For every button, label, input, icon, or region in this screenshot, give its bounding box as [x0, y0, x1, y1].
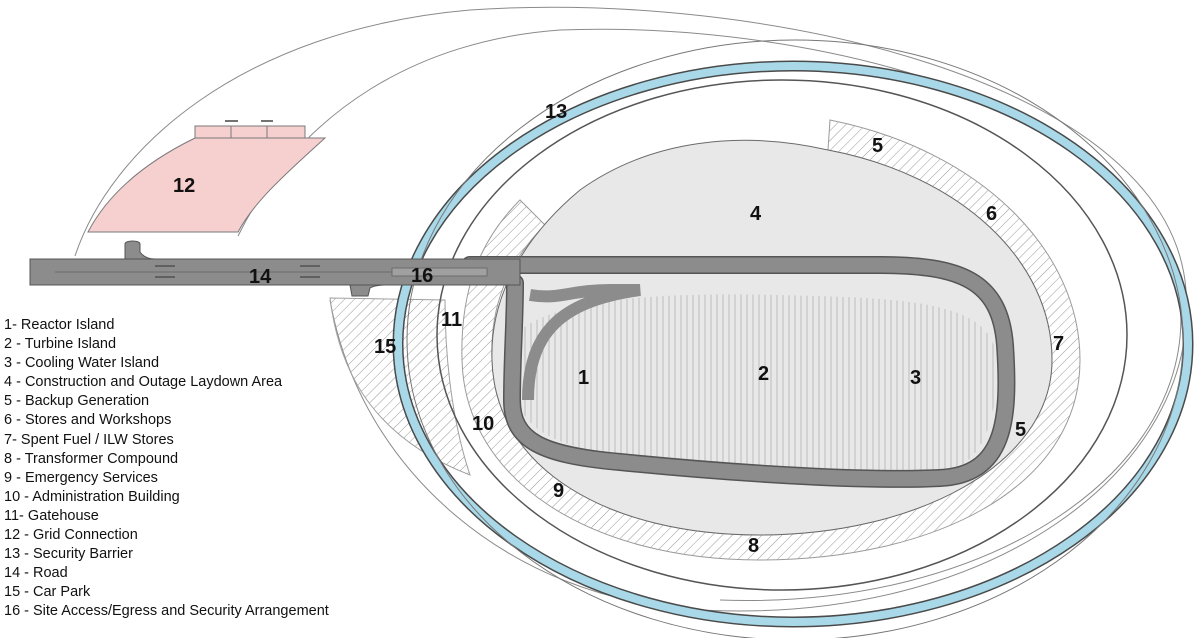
legend-item: 5 - Backup Generation	[4, 393, 150, 410]
legend-item: 12 - Grid Connection	[4, 527, 138, 544]
label-backup-generation-right: 5	[1015, 419, 1026, 441]
legend-item: 8 - Transformer Compound	[4, 450, 179, 467]
label-gatehouse: 11	[441, 309, 462, 331]
label-turbine-island: 2	[758, 363, 769, 385]
site-road-inner-loop	[522, 284, 641, 401]
label-transformer-compound: 8	[748, 535, 759, 557]
label-road: 14	[249, 266, 272, 288]
legend-item: 1- Reactor Island	[4, 317, 115, 333]
road-arrows	[155, 265, 320, 278]
security-barrier-ring-fill	[394, 62, 1192, 626]
site-access-gate	[391, 267, 488, 277]
legend-item: 10 - Administration Building	[4, 488, 180, 505]
label-cooling-water-island: 3	[910, 367, 921, 389]
legend-item: 9 - Emergency Services	[4, 469, 158, 486]
grid-bay-1	[194, 125, 232, 139]
grid-bay-3	[266, 125, 306, 139]
label-car-park: 15	[374, 336, 396, 358]
legend-item: 7- Spent Fuel / ILW Stores	[4, 431, 174, 448]
inner-fence	[436, 79, 1128, 591]
security-fence-outer	[406, 39, 1184, 638]
legend-item: 6 - Stores and Workshops	[4, 412, 172, 429]
label-laydown-area: 4	[750, 203, 762, 225]
label-administration-building: 10	[472, 413, 494, 435]
label-emergency-services: 9	[553, 480, 564, 502]
label-backup-generation-top: 5	[872, 135, 883, 157]
label-spent-fuel-stores: 7	[1053, 333, 1064, 355]
legend-item: 11- Gatehouse	[4, 507, 99, 524]
grid-connection-zone	[87, 137, 327, 233]
site-road-loop-surface	[462, 257, 1014, 487]
access-road	[29, 240, 521, 297]
legend-item: 14 - Road	[4, 565, 68, 582]
nuclear-island-zone	[515, 294, 997, 474]
access-road-junction-bottom	[349, 284, 386, 297]
access-road-junction-top	[124, 240, 156, 260]
legend-item: 2 - Turbine Island	[4, 336, 117, 353]
label-site-access: 16	[411, 265, 433, 287]
label-reactor-island: 1	[578, 367, 589, 389]
zone-labels: 1 2 3 4 5 5 6 7 8 9 10 11 12 13 14 15 16	[173, 101, 1064, 557]
label-security-barrier: 13	[545, 101, 567, 123]
legend-item: 16 - Site Access/Egress and Security Arr…	[4, 603, 329, 620]
label-grid-connection: 12	[173, 175, 195, 197]
legend-item: 15 - Car Park	[4, 584, 91, 601]
legend-item: 13 - Security Barrier	[4, 546, 133, 563]
grid-bay-2	[230, 125, 268, 139]
legend-item: 4 - Construction and Outage Laydown Area	[4, 374, 283, 391]
grid-connection-bays	[194, 125, 306, 139]
legend-item: 3 - Cooling Water Island	[4, 355, 160, 372]
label-stores-workshops: 6	[986, 203, 997, 225]
legend: 1- Reactor Island 2 - Turbine Island 3 -…	[4, 316, 329, 622]
